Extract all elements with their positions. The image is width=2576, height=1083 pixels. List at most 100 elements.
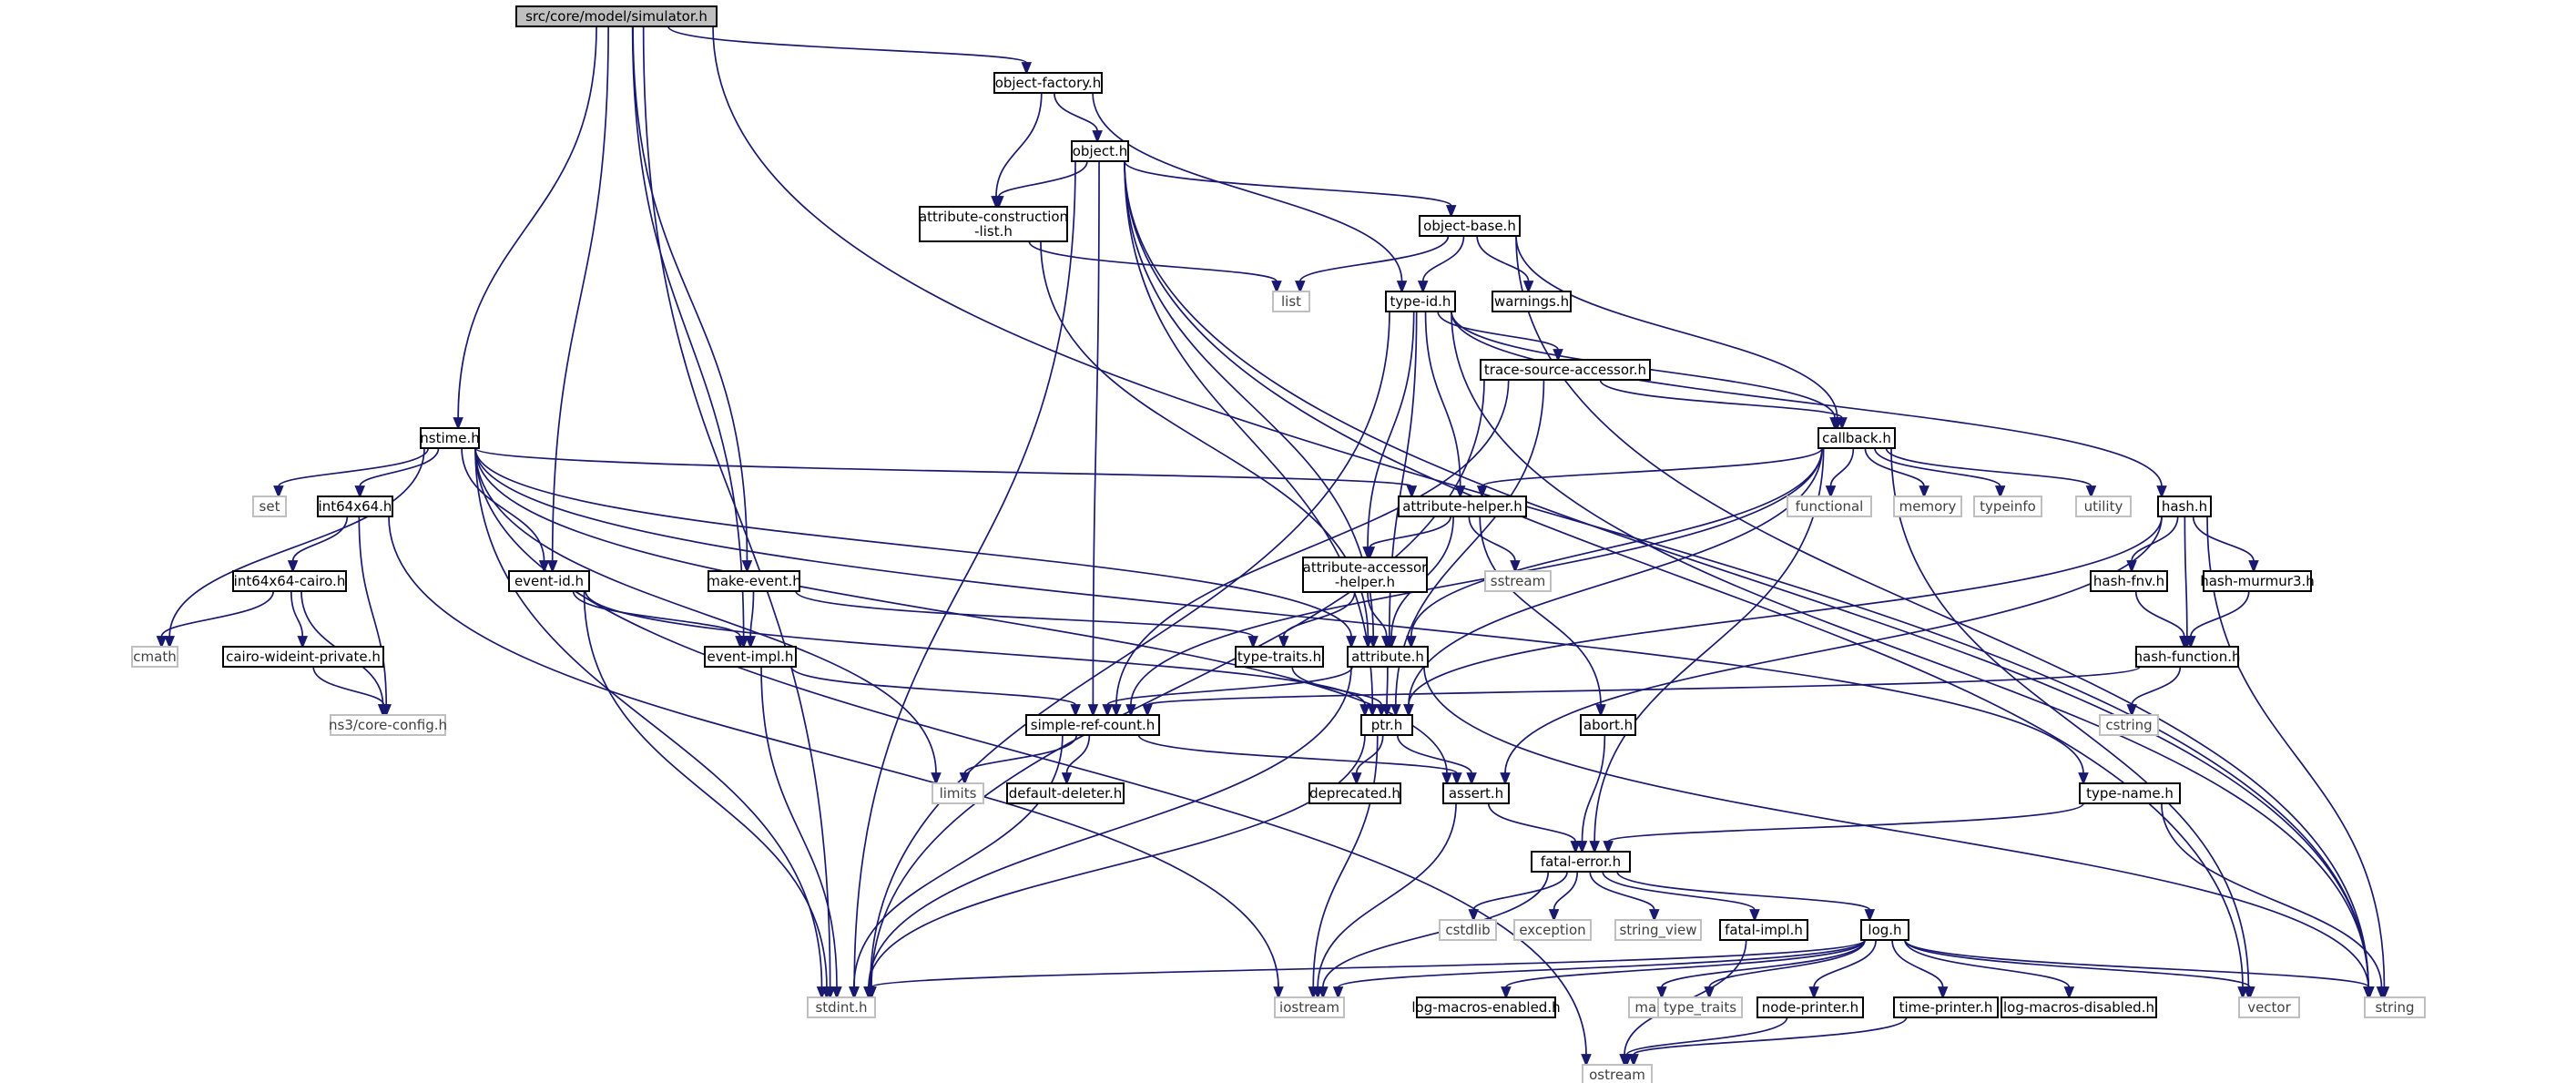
edge-callback-to-fatal_error bbox=[1589, 447, 1825, 854]
node-hash-fnv[interactable]: hash-fnv.h bbox=[2090, 570, 2168, 592]
node-time-printer[interactable]: time-printer.h bbox=[1893, 996, 1999, 1018]
node-label: sstream bbox=[1491, 573, 1545, 589]
arrowhead bbox=[2185, 636, 2196, 649]
arrowhead bbox=[1350, 772, 1362, 786]
arrowhead bbox=[1380, 636, 1392, 649]
node-box bbox=[1973, 496, 2042, 517]
node-sstream: sstream bbox=[1484, 570, 1552, 592]
edge-callback-to-memory bbox=[1864, 447, 1929, 499]
node-type-traits-h[interactable]: type-traits.h bbox=[1235, 646, 1324, 668]
node-attr-accessor-helper[interactable]: attribute-accessor-helper.h bbox=[1302, 557, 1429, 593]
node-attribute[interactable]: attribute.h bbox=[1347, 646, 1429, 668]
edge-log-to-node_printer bbox=[1808, 939, 1878, 1000]
node-type-name[interactable]: type-name.h bbox=[2079, 782, 2181, 804]
arrowhead bbox=[1994, 485, 2006, 499]
node-abort[interactable]: abort.h bbox=[1580, 714, 1636, 736]
arrowhead bbox=[1937, 986, 1949, 1000]
arrowhead bbox=[1656, 986, 1667, 1000]
edge-log-to-log_macros_enabled bbox=[1501, 939, 1866, 1000]
node-object-factory[interactable]: object-factory.h bbox=[993, 72, 1103, 94]
node-attribute-helper[interactable]: attribute-helper.h bbox=[1398, 496, 1527, 517]
node-log[interactable]: log.h bbox=[1860, 919, 1909, 941]
node-box bbox=[2203, 570, 2312, 592]
node-default-deleter[interactable]: default-deleter.h bbox=[1006, 782, 1125, 804]
node-object[interactable]: object.h bbox=[1071, 140, 1129, 162]
arrowhead bbox=[2376, 986, 2388, 1000]
node-log-macros-disabled[interactable]: log-macros-disabled.h bbox=[2001, 996, 2157, 1018]
node-warnings[interactable]: warnings.h bbox=[1492, 291, 1572, 312]
edge-assert-to-fatal_error bbox=[1487, 802, 1582, 854]
edge-callback-to-utility bbox=[1885, 447, 2097, 499]
node-label: deprecated.h bbox=[1309, 785, 1400, 802]
node-box bbox=[2157, 496, 2212, 517]
node-box bbox=[708, 570, 800, 592]
node-callback[interactable]: callback.h bbox=[1817, 427, 1896, 449]
node-functional: functional bbox=[1787, 496, 1872, 517]
node-string: string bbox=[2364, 996, 2426, 1018]
edge-event_impl-to-simple_ref_count bbox=[790, 666, 1081, 718]
node-label: log.h bbox=[1868, 922, 1901, 938]
node-cairo-wideint[interactable]: cairo-wideint-private.h bbox=[222, 646, 384, 668]
edge-attribute-to-simple_ref_count bbox=[1102, 666, 1353, 718]
node-box bbox=[1235, 646, 1324, 668]
node-ptr[interactable]: ptr.h bbox=[1360, 714, 1413, 736]
arrowhead bbox=[2248, 560, 2259, 574]
node-label: log-macros-disabled.h bbox=[2003, 999, 2154, 1016]
node-label: time-printer.h bbox=[1899, 999, 1993, 1016]
node-deprecated[interactable]: deprecated.h bbox=[1308, 782, 1401, 804]
node-label: abort.h bbox=[1583, 717, 1633, 733]
node-label: event-impl.h bbox=[708, 649, 794, 665]
arrowhead bbox=[1346, 636, 1357, 649]
arrowhead bbox=[1548, 909, 1560, 923]
edge-hash-to-hash_function bbox=[2182, 516, 2193, 649]
edge-log-to-time_printer bbox=[1891, 939, 1949, 1000]
node-label: hash-murmur3.h bbox=[2200, 573, 2315, 589]
node-type-id[interactable]: type-id.h bbox=[1385, 291, 1456, 312]
node-box bbox=[807, 996, 876, 1018]
node-fatal-impl[interactable]: fatal-impl.h bbox=[1719, 919, 1808, 941]
node-int64x64[interactable]: int64x64.h bbox=[317, 496, 393, 517]
arrowhead bbox=[1295, 281, 1306, 294]
arrowhead bbox=[1476, 485, 1488, 499]
node-trace-source[interactable]: trace-source-accessor.h bbox=[1480, 359, 1651, 381]
node-utility: utility bbox=[2075, 496, 2132, 517]
arrowhead bbox=[1406, 485, 1418, 499]
node-cstring: cstring bbox=[2099, 714, 2159, 736]
node-hash[interactable]: hash.h bbox=[2157, 496, 2212, 517]
node-attr-construction[interactable]: attribute-construction-list.h bbox=[919, 206, 1068, 242]
node-simulator[interactable]: src/core/model/simulator.h bbox=[515, 5, 718, 27]
node-event-id[interactable]: event-id.h bbox=[508, 570, 590, 592]
node-hash-murmur3[interactable]: hash-murmur3.h bbox=[2200, 570, 2315, 592]
node-box bbox=[1480, 359, 1651, 381]
node-assert[interactable]: assert.h bbox=[1442, 782, 1510, 804]
node-hash-function[interactable]: hash-function.h bbox=[2134, 646, 2241, 668]
node-label: nstime.h bbox=[420, 430, 480, 446]
arrowhead bbox=[1522, 281, 1534, 294]
node-object-base[interactable]: object-base.h bbox=[1419, 215, 1521, 237]
node-type-traits: type_traits bbox=[1657, 996, 1743, 1018]
node-int64x64-cairo[interactable]: int64x64-cairo.h bbox=[232, 570, 347, 592]
node-fatal-error[interactable]: fatal-error.h bbox=[1531, 851, 1631, 873]
node-node-printer[interactable]: node-printer.h bbox=[1756, 996, 1864, 1018]
node-label: assert.h bbox=[1449, 785, 1503, 802]
node-label: int64x64-cairo.h bbox=[234, 573, 346, 589]
node-ns3-core-config: ns3/core-config.h bbox=[329, 714, 447, 736]
arrowhead bbox=[2156, 485, 2167, 499]
node-nstime[interactable]: nstime.h bbox=[420, 427, 480, 449]
node-list: list bbox=[1272, 291, 1310, 312]
edge-log-to-stdint bbox=[866, 939, 1866, 1000]
edge-int64x64-to-iostream bbox=[388, 516, 1284, 1000]
arrowhead bbox=[1318, 986, 1329, 1000]
edge-trace_source-to-callback bbox=[1599, 379, 1848, 431]
node-box bbox=[2079, 782, 2181, 804]
edge-callback-to-attribute_helper bbox=[1476, 447, 1823, 499]
node-simple-ref-count[interactable]: simple-ref-count.h bbox=[1025, 714, 1160, 736]
node-make-event[interactable]: make-event.h bbox=[707, 570, 801, 592]
node-log-macros-enabled[interactable]: log-macros-enabled.h bbox=[1411, 996, 1561, 1018]
node-label: hash.h bbox=[2162, 498, 2207, 515]
edge-simulator-to-nstime bbox=[453, 26, 597, 431]
edge-nstime-to-event_id bbox=[461, 447, 550, 574]
edge-attribute_helper-to-abort bbox=[1479, 516, 1606, 718]
node-event-impl[interactable]: event-impl.h bbox=[704, 646, 797, 668]
node-label: object-base.h bbox=[1423, 218, 1516, 234]
